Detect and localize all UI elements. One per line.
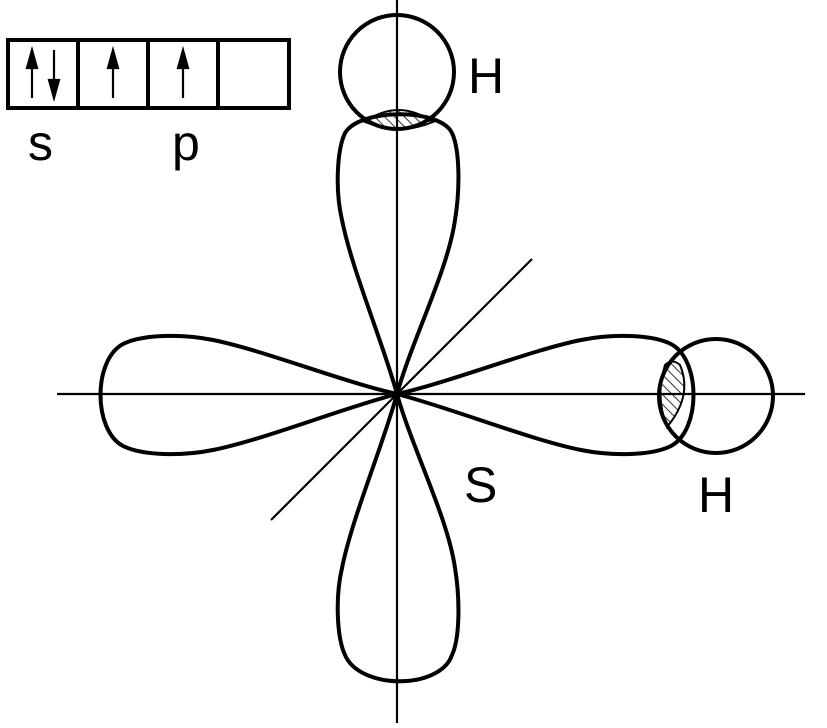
arrow-up-icon [106,45,120,98]
diagonal-axis [270,258,533,521]
label-p-subshell: p [172,115,200,171]
lobe-left [98,333,399,457]
orbital-box: s p [6,38,291,171]
arrow-down-icon [47,50,61,103]
p-orbital-lobes [98,112,696,684]
orbital-cell-p1 [106,45,120,98]
label-hydrogen-right: H [698,467,734,523]
arrow-up-icon [176,45,190,98]
hydrogen-orbitals [338,13,775,455]
hydrogen-orbital-right [657,337,775,455]
arrow-up-icon [25,45,39,98]
label-s-subshell: s [28,115,53,171]
lobe-bottom [335,392,461,684]
orbital-cell-p2 [176,45,190,98]
hydrogen-orbital-top [338,13,456,131]
label-sulfur: S [464,457,497,513]
lobe-right [395,333,696,457]
orbital-cell-s [25,45,61,103]
label-hydrogen-top: H [468,48,504,104]
